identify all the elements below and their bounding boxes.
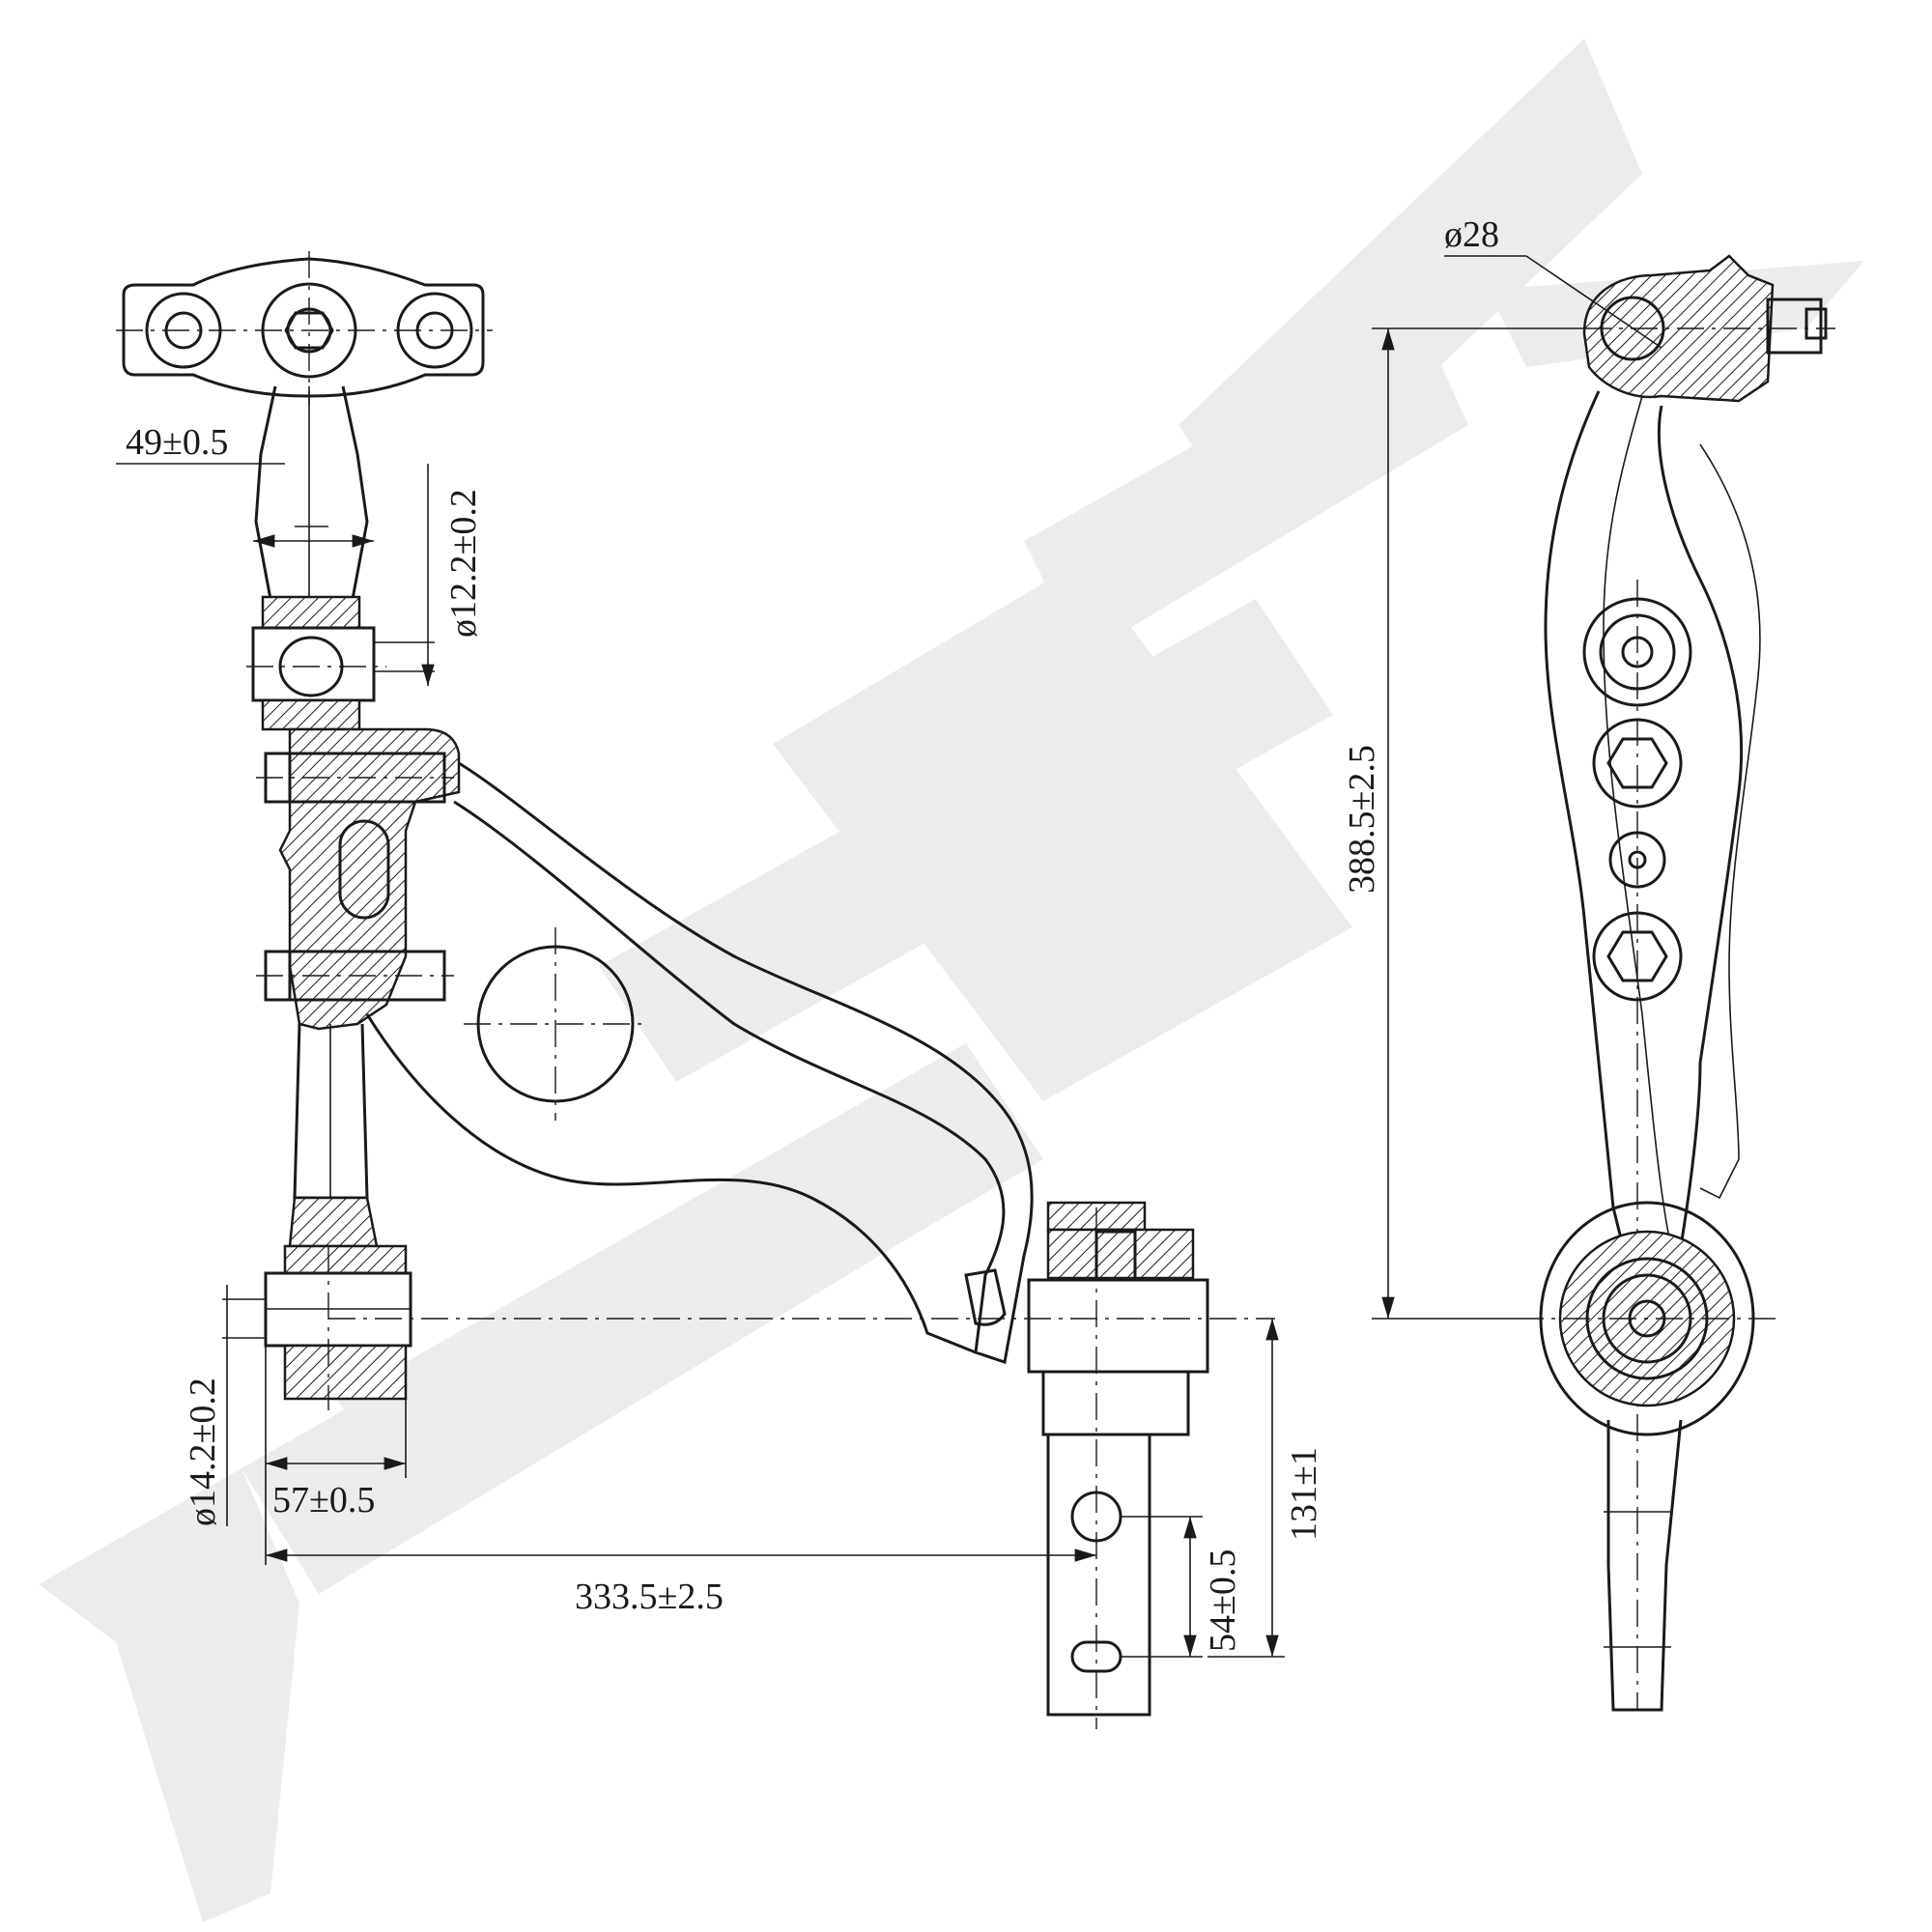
dim-57: 57±0.5 (272, 1480, 375, 1520)
dim-131: 131±1 (1284, 1447, 1324, 1541)
dim-388-5: 388.5±2.5 (1342, 745, 1382, 894)
dim-28: ø28 (1444, 214, 1499, 255)
watermark-logo (39, 39, 1864, 1922)
dimension-lines (116, 255, 1662, 1658)
front-view (116, 251, 1275, 1729)
dim-333-5: 333.5±2.5 (575, 1577, 724, 1617)
side-view (1517, 254, 1835, 1712)
dim-12-2: ø12.2±0.2 (443, 489, 484, 638)
dimension-labels: 49±0.5 ø12.2±0.2 ø14.2±0.2 57±0.5 333.5±… (126, 214, 1499, 1652)
dim-14-2: ø14.2±0.2 (183, 1378, 223, 1526)
dim-49: 49±0.5 (126, 422, 228, 463)
dim-54: 54±0.5 (1203, 1549, 1243, 1652)
